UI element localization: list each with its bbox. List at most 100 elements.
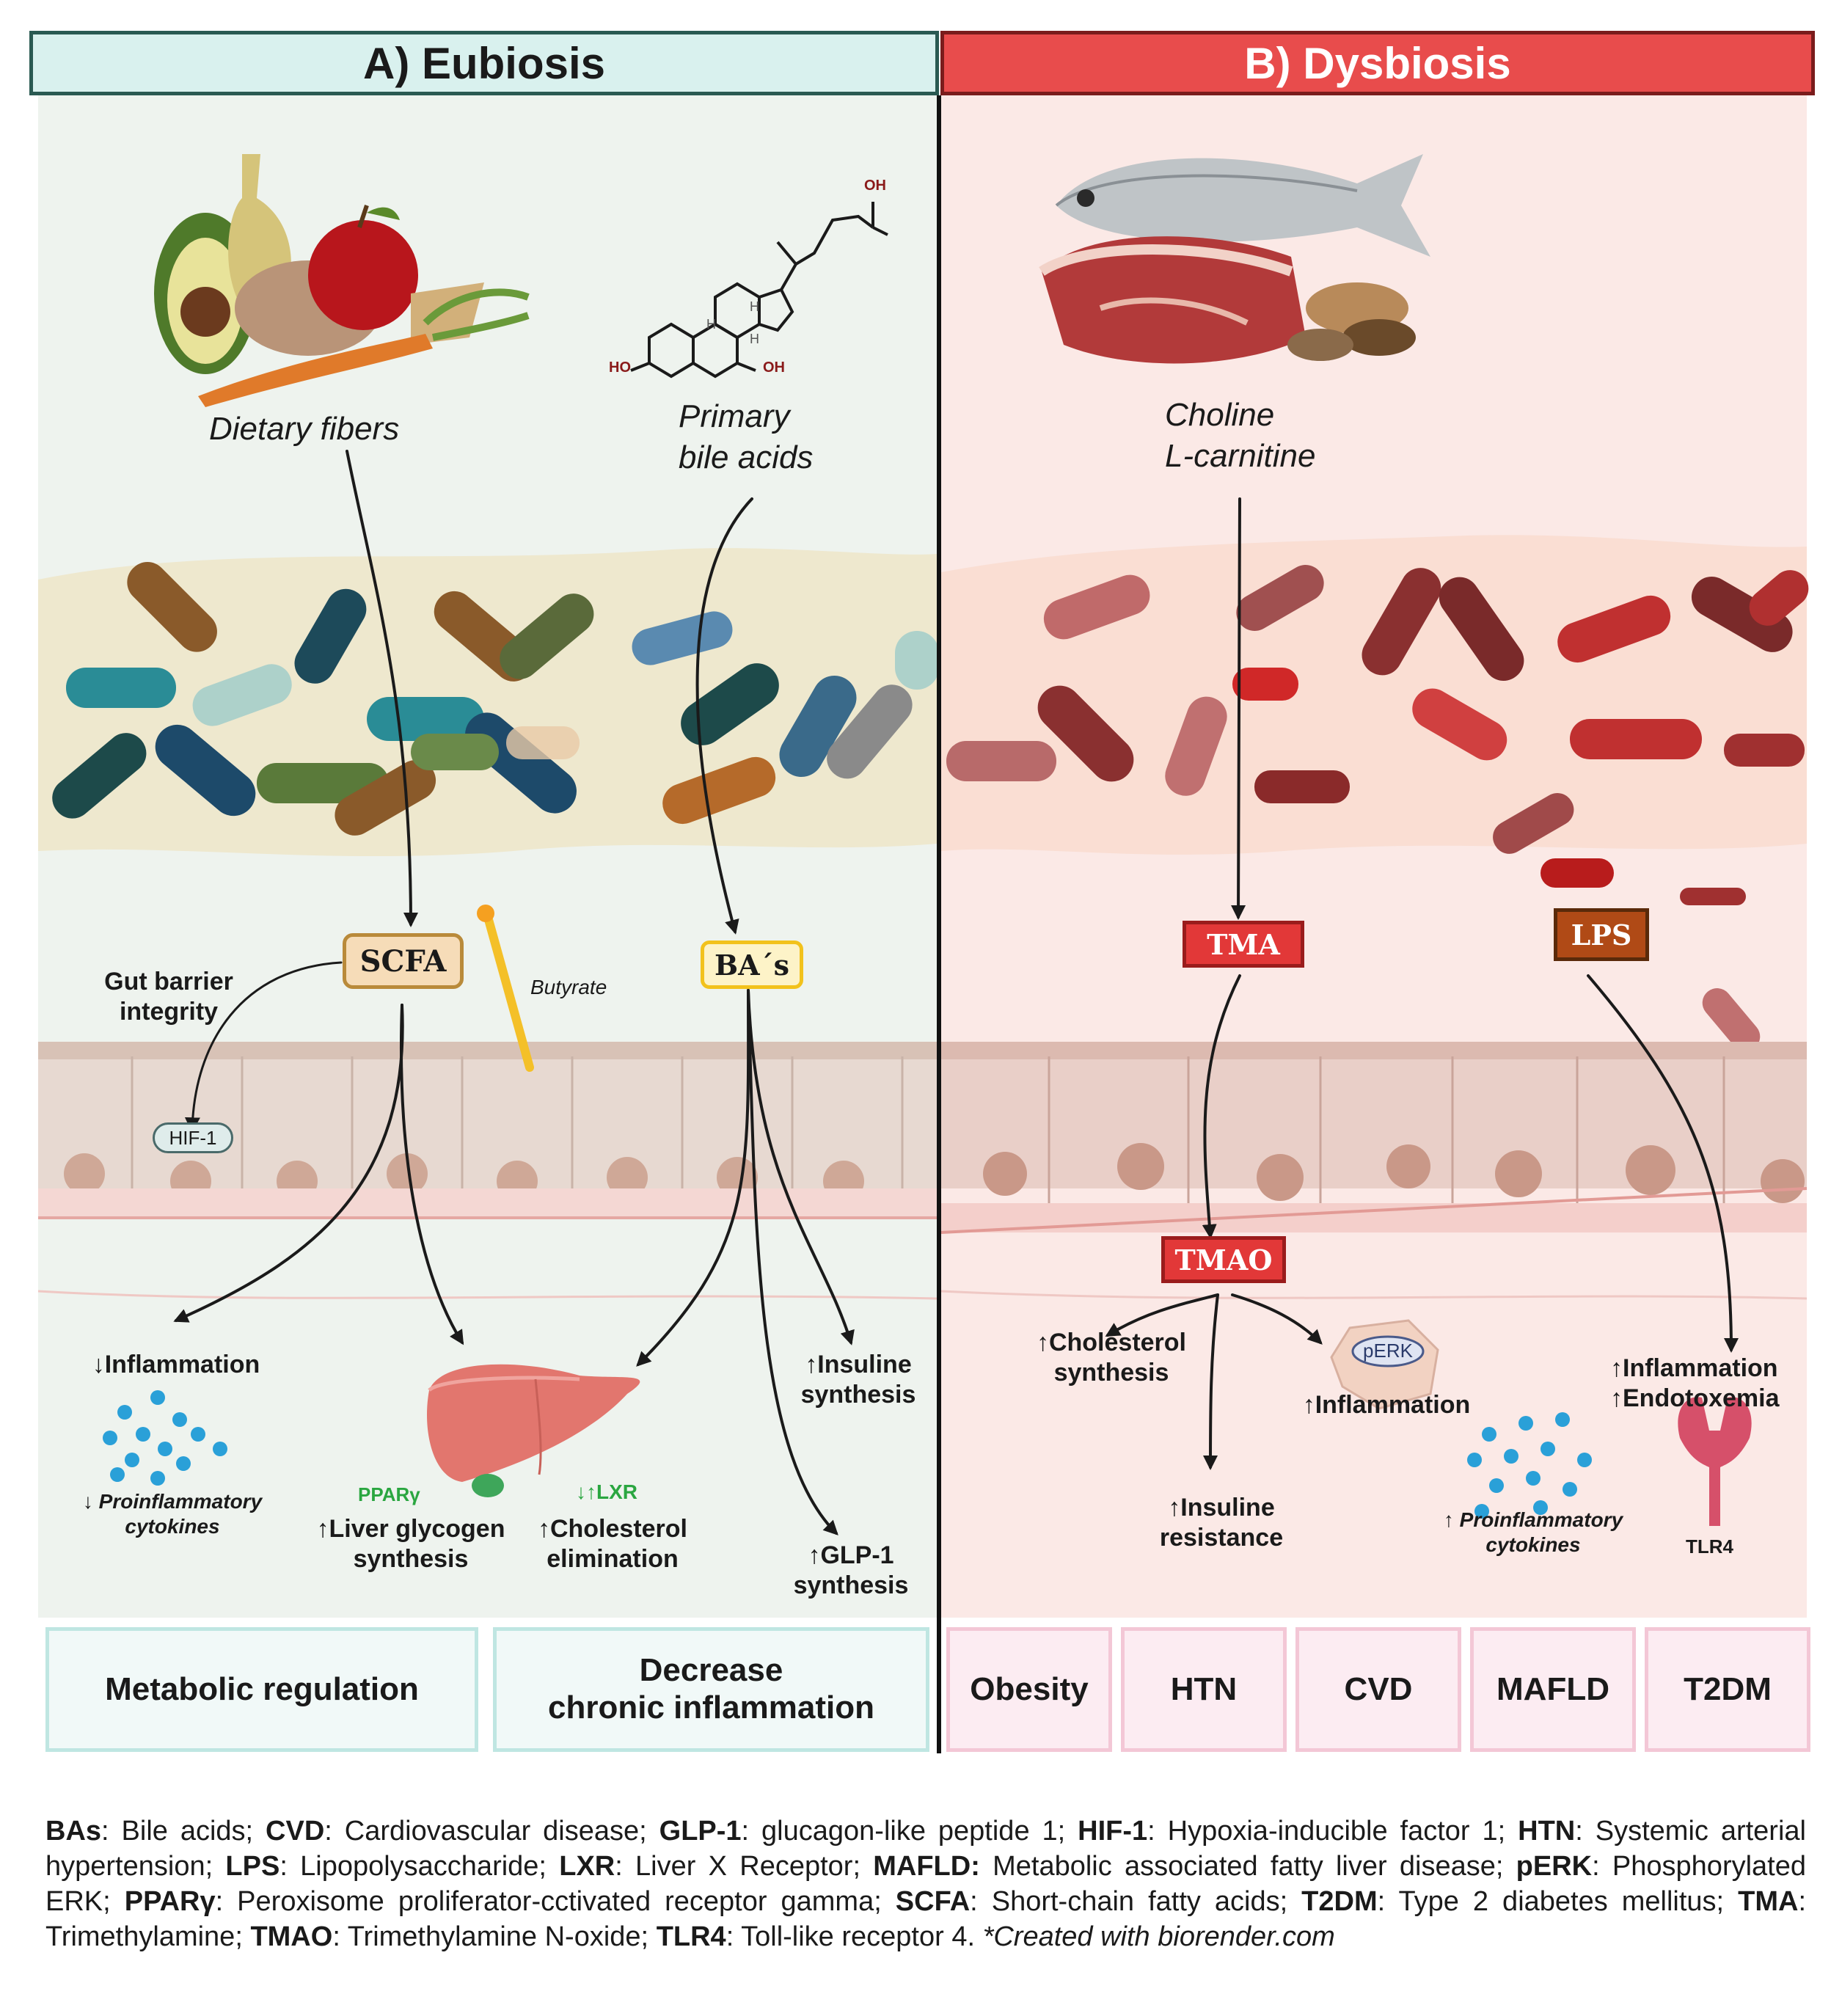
legend-abbr: MAFLD:: [873, 1851, 980, 1882]
legend-abbr: HTN: [1518, 1816, 1576, 1847]
glp1-line2: synthesis: [793, 1571, 909, 1599]
gut-barrier-line2: integrity: [119, 997, 219, 1026]
tmao-tag: TMAO: [1161, 1236, 1286, 1283]
arrow-bas-insulin: [747, 989, 855, 1345]
proinflammatory-left-label: ↓ Proinflammatory cytokines: [66, 1489, 279, 1538]
legend-definition: : glucagon-like peptide 1;: [741, 1816, 1078, 1847]
liver-glycogen-line1: ↑Liver glycogen: [316, 1515, 505, 1543]
arrow-scfa-hif: [184, 961, 343, 1133]
legend-definition: : Short-chain fatty acids;: [970, 1886, 1302, 1917]
legend-definition: : Cardiovascular disease;: [324, 1816, 659, 1847]
lps-tag: LPS: [1554, 908, 1649, 961]
legend-definition: : Systemic arterial hypertension;: [45, 1816, 1806, 1882]
glp1-line1: ↑GLP-1: [808, 1541, 894, 1569]
legend-definition: : Type 2 diabetes mellitus;: [1377, 1886, 1739, 1917]
choline-line1: Choline: [1165, 397, 1275, 433]
chem-h3: H: [750, 332, 759, 346]
metabolic-regulation-box: Metabolic regulation: [45, 1627, 478, 1752]
left-bacteria: [52, 562, 939, 836]
chem-ho-left: HO: [609, 359, 631, 376]
tlr4-receptor: [1678, 1397, 1752, 1526]
ppar-label: PPARγ: [358, 1483, 420, 1505]
decrease-label-line1: Decrease: [639, 1652, 783, 1689]
legend-abbr: HIF-1: [1078, 1816, 1148, 1847]
legend-abbr: TMA: [1738, 1886, 1799, 1917]
legend-abbr: LPS: [225, 1851, 280, 1882]
chol-syn-line2: synthesis: [1053, 1358, 1169, 1387]
tma-tag: TMA: [1183, 921, 1304, 968]
choline-line2: L-carnitine: [1165, 438, 1316, 474]
legend-definition: : Phosphorylated ERK;: [45, 1851, 1806, 1917]
mafld-label: MAFLD: [1496, 1670, 1609, 1707]
t2dm-label: T2DM: [1684, 1670, 1772, 1707]
liver-glycogen-line2: synthesis: [353, 1544, 469, 1573]
bile-acid-structure: [630, 202, 888, 379]
legend-definition: : Toll-like receptor 4.: [726, 1921, 983, 1952]
dietary-fibers-label: Dietary fibers: [209, 411, 400, 447]
insulin-res-line1: ↑Insuline: [1168, 1494, 1275, 1522]
liver-glycogen-label: ↑Liver glycogen synthesis: [308, 1514, 514, 1574]
proinflam-right-line2: cytokines: [1485, 1533, 1581, 1556]
butyrate-icon: [477, 905, 534, 1072]
arrow-tmao-chol: [1105, 1293, 1219, 1337]
abbreviation-legend: BAs: Bile acids; CVD: Cardiovascular dis…: [45, 1814, 1806, 1954]
proinflam-right-line1: ↑ Proinflammatory: [1443, 1508, 1623, 1531]
arrow-scfa-inflam: [173, 1004, 404, 1323]
decrease-inflammation-box: Decrease chronic inflammation: [493, 1627, 929, 1752]
primary-bile-acids-label: Primary bile acids: [679, 396, 813, 478]
tlr4-label: TLR4: [1686, 1535, 1733, 1557]
legend-abbr: PPARγ: [124, 1886, 216, 1917]
gut-barrier-label: Gut barrier integrity: [81, 967, 257, 1027]
arrow-tmao-insulin: [1203, 1293, 1219, 1470]
arrow-bas-liver: [636, 989, 750, 1367]
lps-outcome-label: ↑Inflammation ↑Endotoxemia: [1610, 1354, 1794, 1414]
right-lumen-band: [941, 535, 1807, 855]
insulin-syn-line2: synthesis: [800, 1380, 916, 1409]
proinflam-left-line1: ↓ Proinflammatory: [82, 1490, 263, 1513]
legend-definition: : Hypoxia-inducible factor 1;: [1147, 1816, 1518, 1847]
legend-definition: : Lipopolysaccharide;: [279, 1851, 560, 1882]
butyrate-label: Butyrate: [530, 976, 607, 998]
bas-tag: BA´s: [701, 941, 803, 989]
perk-cell: [1330, 1319, 1439, 1410]
legend-definition: : Trimethylamine;: [45, 1886, 1806, 1952]
cholesterol-elimination-label: ↑Cholesterol elimination: [525, 1514, 701, 1574]
obesity-box: Obesity: [946, 1627, 1112, 1752]
tma-label: TMA: [1207, 927, 1280, 961]
insulin-synthesis-label: ↑Insuline synthesis: [789, 1350, 928, 1410]
liver-illustration: [427, 1364, 640, 1497]
lps-endotoxemia: ↑Endotoxemia: [1610, 1384, 1780, 1412]
chol-elim-line1: ↑Cholesterol: [537, 1515, 688, 1543]
proinflammatory-right-label: ↑ Proinflammatory cytokines: [1427, 1508, 1640, 1557]
legend-definition: : Liver X Receptor;: [615, 1851, 874, 1882]
t2dm-box: T2DM: [1645, 1627, 1810, 1752]
legend-abbr: pERK: [1516, 1851, 1593, 1882]
mafld-box: MAFLD: [1470, 1627, 1636, 1752]
legend-abbr: TMAO: [250, 1921, 333, 1952]
metabolic-regulation-label: Metabolic regulation: [105, 1670, 419, 1707]
dysbiosis-title: B) Dysbiosis: [1244, 38, 1511, 88]
scfa-label: SCFA: [359, 943, 447, 979]
tmao-label: TMAO: [1174, 1243, 1273, 1277]
bas-label: BA´s: [714, 948, 789, 982]
perk-inflammation-label: ↑Inflammation: [1302, 1391, 1471, 1419]
legend-abbr: T2DM: [1301, 1886, 1378, 1917]
glp1-synthesis-label: ↑GLP-1 synthesis: [785, 1541, 917, 1601]
cvd-box: CVD: [1295, 1627, 1461, 1752]
proinflam-left-line2: cytokines: [125, 1514, 220, 1538]
legend-abbr: BAs: [45, 1816, 102, 1847]
right-cytokines: [1467, 1412, 1592, 1519]
hif1-badge: HIF-1: [153, 1122, 233, 1153]
obesity-label: Obesity: [970, 1670, 1089, 1707]
left-cytokines: [103, 1390, 227, 1486]
chem-oh-top: OH: [864, 178, 886, 194]
chem-h1: H: [706, 317, 716, 332]
cvd-label: CVD: [1344, 1670, 1413, 1707]
legend-abbr: GLP-1: [659, 1816, 742, 1847]
insulin-syn-line1: ↑Insuline: [805, 1351, 912, 1378]
arrow-bas-glp: [747, 989, 838, 1535]
insulin-resistance-label: ↑Insuline resistance: [1141, 1493, 1302, 1553]
scfa-tag: SCFA: [343, 933, 464, 989]
gut-barrier-line1: Gut barrier: [104, 968, 233, 996]
